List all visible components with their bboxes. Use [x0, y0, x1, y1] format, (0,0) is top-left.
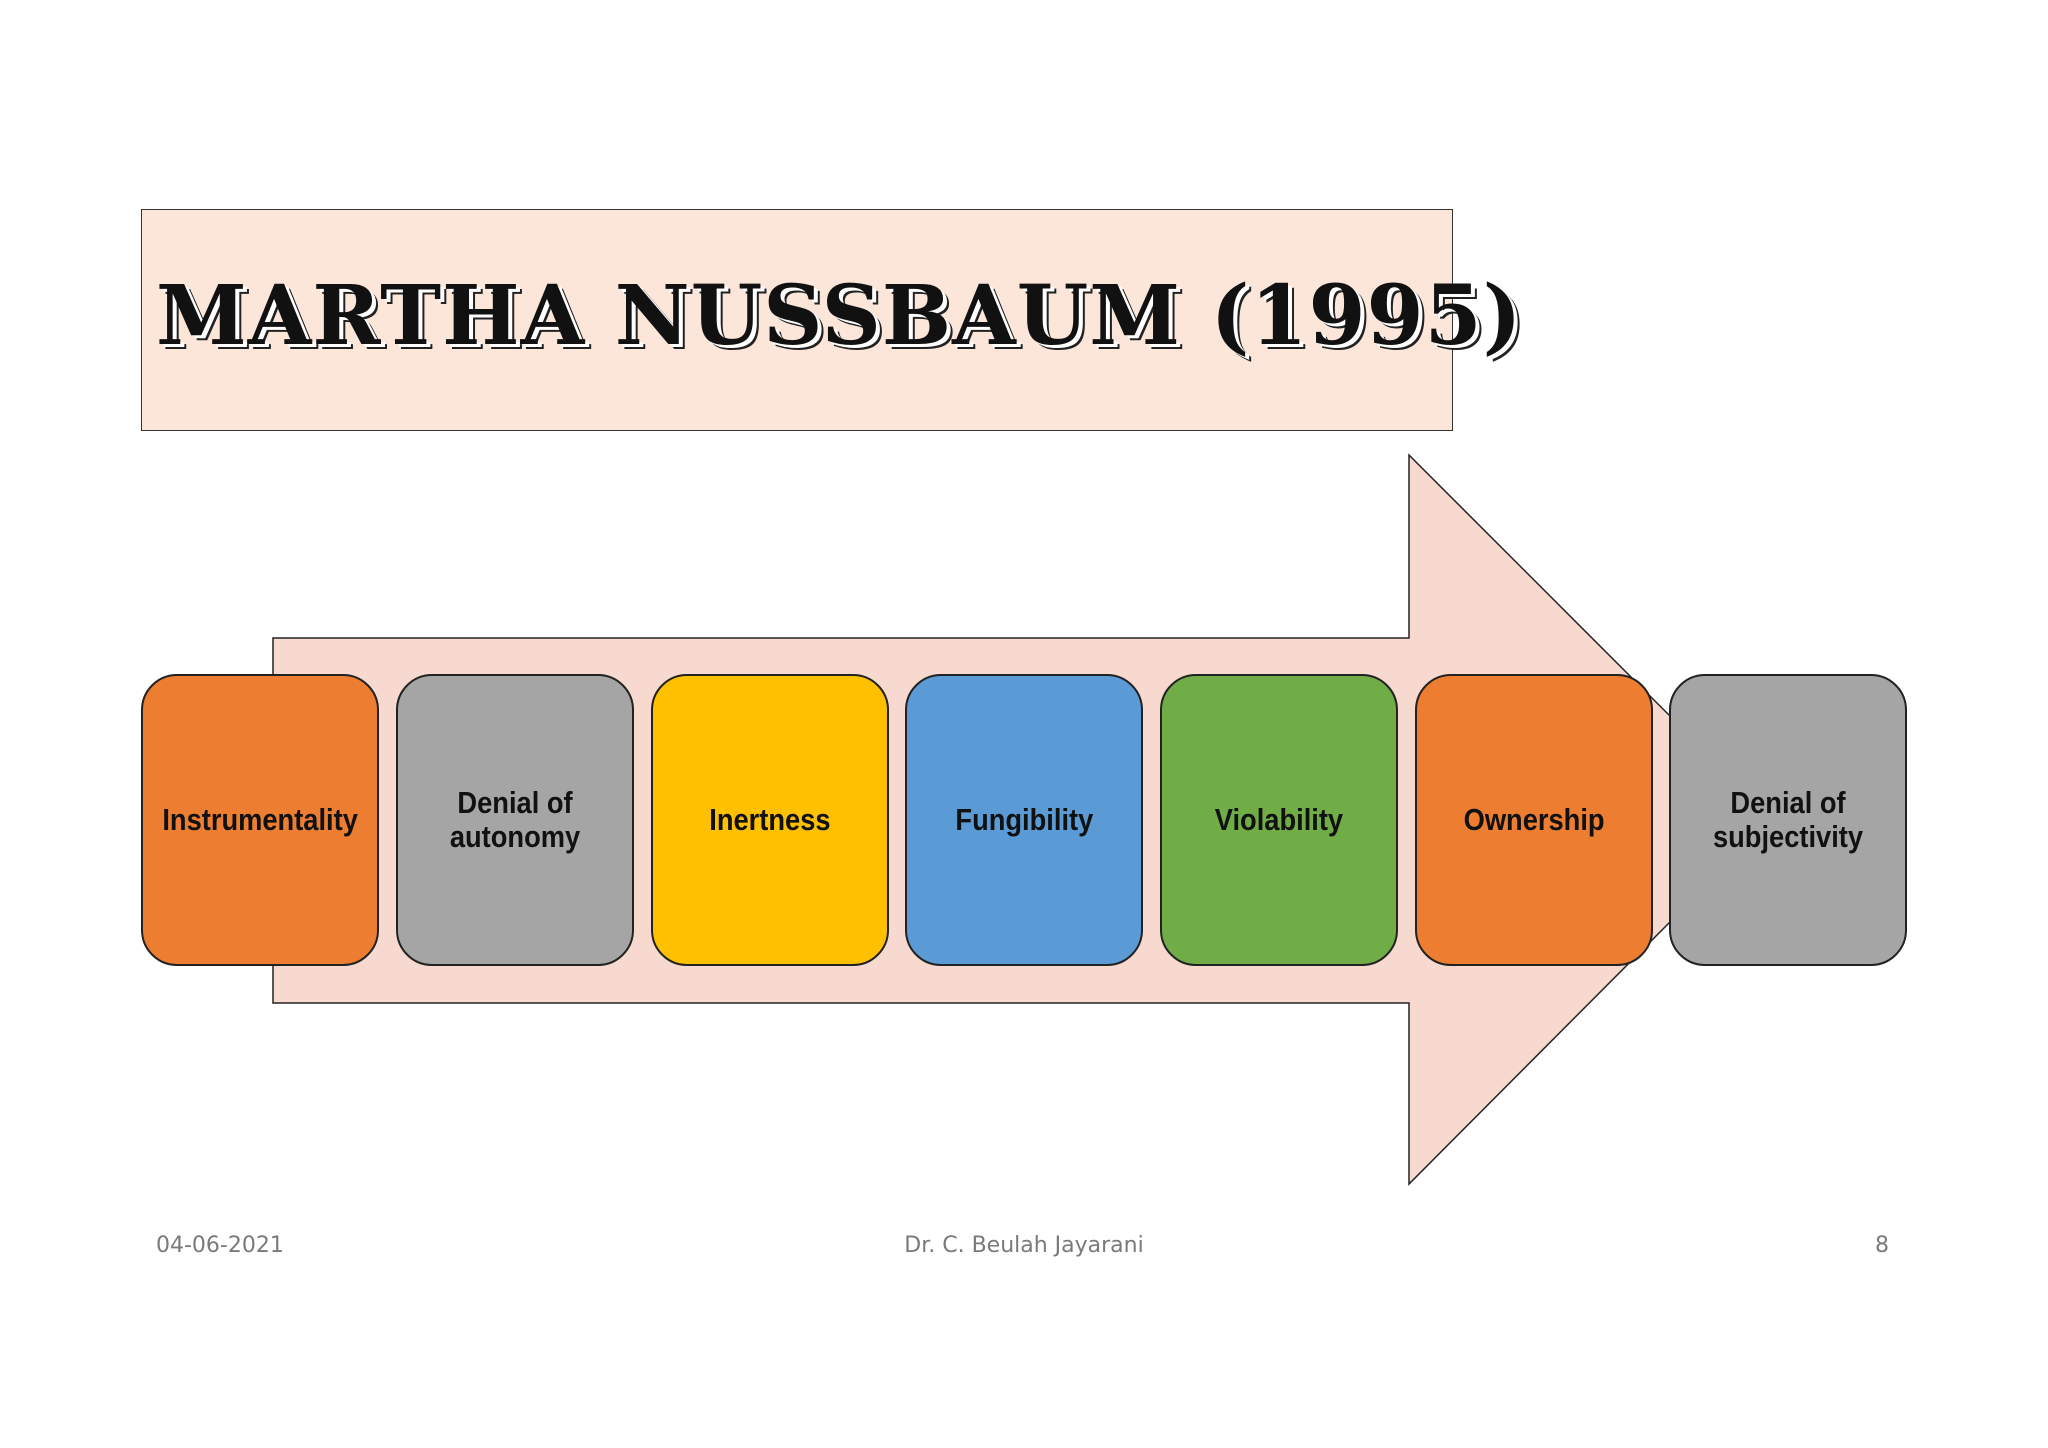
title-box: MARTHA NUSSBAUM (1995) — [141, 209, 1521, 431]
step-fungibility: Fungibility — [905, 674, 1143, 966]
step-instrumentality: Instrumentality — [141, 674, 379, 966]
step-denial-of-autonomy: Denial of autonomy — [396, 674, 634, 966]
step-label: Ownership — [1463, 802, 1605, 837]
step-label: Denial of autonomy — [449, 785, 581, 854]
step-label: Fungibility — [955, 802, 1093, 837]
footer-date: 04-06-2021 — [156, 1233, 284, 1258]
step-inertness: Inertness — [651, 674, 889, 966]
footer-author: Dr. C. Beulah Jayarani — [904, 1233, 1144, 1258]
footer-page-number: 8 — [1875, 1233, 1889, 1258]
step-denial-of-subjectivity: Denial of subjectivity — [1669, 674, 1907, 966]
step-label: Violability — [1214, 802, 1344, 837]
step-label: Instrumentality — [162, 802, 358, 837]
step-label: Denial of subjectivity — [1712, 785, 1864, 854]
slide-title: MARTHA NUSSBAUM (1995) — [156, 268, 1523, 364]
step-label: Inertness — [709, 802, 831, 837]
step-violability: Violability — [1160, 674, 1398, 966]
step-ownership: Ownership — [1415, 674, 1653, 966]
